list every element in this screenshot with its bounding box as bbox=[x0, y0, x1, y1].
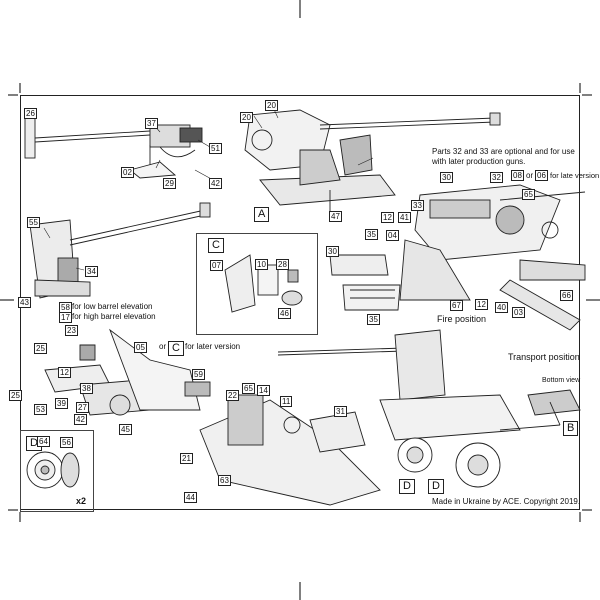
part-35-label-a: 35 bbox=[365, 229, 378, 240]
detail-d-frame bbox=[20, 430, 94, 512]
part-65-label-a: 65 bbox=[522, 189, 535, 200]
step-letter-c-ref: C bbox=[168, 341, 184, 356]
fire-position-drawing bbox=[329, 184, 586, 331]
part-11-label: 11 bbox=[280, 396, 293, 407]
bottom-view-caption: Bottom view bbox=[542, 377, 581, 384]
part-34-label: 34 bbox=[85, 266, 98, 277]
part-32-label: 32 bbox=[490, 172, 503, 183]
optional-parts-note-line1: Parts 32 and 33 are optional and for use bbox=[432, 147, 575, 156]
part-22-label: 22 bbox=[226, 390, 239, 401]
elevation-drawing bbox=[29, 202, 211, 299]
part-53-label: 53 bbox=[34, 404, 47, 415]
part-45-label: 45 bbox=[119, 424, 132, 435]
part-06-label: 06 bbox=[535, 170, 548, 181]
part-39-label: 39 bbox=[55, 398, 68, 409]
part-29-label: 29 bbox=[163, 178, 176, 189]
part-08-label: 08 bbox=[511, 170, 524, 181]
or-text-05-c: or bbox=[159, 342, 167, 351]
part-47-label: 47 bbox=[329, 211, 342, 222]
part-20-label-b: 20 bbox=[240, 112, 253, 123]
part-67-label: 67 bbox=[450, 300, 463, 311]
copyright-text: Made in Ukraine by ACE. Copyright 2019. bbox=[432, 497, 581, 506]
for-late-version-note: for late version bbox=[550, 171, 600, 180]
part-55-label: 55 bbox=[27, 217, 40, 228]
part-31-label: 31 bbox=[334, 406, 347, 417]
step-letter-c: C bbox=[208, 238, 224, 253]
part-56-label: 56 bbox=[60, 437, 73, 448]
upper-carriage-drawing bbox=[244, 109, 501, 215]
part-05-label: 05 bbox=[134, 342, 147, 353]
part-17-label: 17 bbox=[59, 312, 72, 323]
barrel-assembly-drawing bbox=[24, 117, 203, 179]
part-63-label: 63 bbox=[218, 475, 231, 486]
part-25-label-a: 25 bbox=[34, 343, 47, 354]
part-02-label: 02 bbox=[121, 167, 134, 178]
part-12-label-c: 12 bbox=[58, 367, 71, 378]
transport-position-drawing bbox=[277, 329, 561, 488]
part-42-label-a: 42 bbox=[209, 178, 222, 189]
high-elevation-note: for high barrel elevation bbox=[72, 312, 156, 321]
detail-c-drawing bbox=[224, 254, 303, 313]
part-64-label: 64 bbox=[37, 436, 50, 447]
part-44-label: 44 bbox=[184, 492, 197, 503]
part-28-label: 28 bbox=[276, 259, 289, 270]
quantity-multiplier: x2 bbox=[76, 496, 87, 506]
part-12-label-a: 12 bbox=[381, 212, 394, 223]
bottom-view-drawing bbox=[527, 389, 581, 426]
part-41-label: 41 bbox=[398, 212, 411, 223]
part-46-label: 46 bbox=[278, 308, 291, 319]
part-65-label-b: 65 bbox=[242, 383, 255, 394]
fire-position-caption: Fire position bbox=[437, 314, 487, 324]
step-letter-d-left: D bbox=[399, 479, 415, 494]
part-66-label: 66 bbox=[560, 290, 573, 301]
part-38-label: 38 bbox=[80, 383, 93, 394]
or-text-08-06: or bbox=[526, 171, 534, 180]
step-letter-d-right: D bbox=[428, 479, 444, 494]
part-30-label-b: 30 bbox=[326, 246, 339, 257]
part-35-label-b: 35 bbox=[367, 314, 380, 325]
part-07-label: 07 bbox=[210, 260, 223, 271]
part-21-label: 21 bbox=[180, 453, 193, 464]
part-40-label: 40 bbox=[495, 302, 508, 313]
part-26-label: 26 bbox=[24, 108, 37, 119]
optional-parts-note-line2: with later production guns. bbox=[432, 157, 526, 166]
part-37-label: 37 bbox=[145, 118, 158, 129]
part-25-label-b: 25 bbox=[9, 390, 22, 401]
detail-c-frame bbox=[196, 233, 318, 335]
part-10-label: 10 bbox=[255, 259, 268, 270]
step-letter-b: B bbox=[563, 421, 579, 436]
part-43-label: 43 bbox=[18, 297, 31, 308]
part-27-label: 27 bbox=[76, 402, 89, 413]
part-23-label: 23 bbox=[65, 325, 78, 336]
part-51-label: 51 bbox=[209, 143, 222, 154]
part-12-label-b: 12 bbox=[475, 299, 488, 310]
transport-position-caption: Transport position bbox=[508, 352, 580, 362]
trail-drawing bbox=[199, 394, 381, 506]
part-33-label: 33 bbox=[411, 200, 424, 211]
part-14-label: 14 bbox=[257, 385, 270, 396]
for-later-version-note: for later version bbox=[185, 342, 241, 351]
detail-d-drawing bbox=[26, 451, 80, 489]
part-30-label-a: 30 bbox=[440, 172, 453, 183]
step-letter-a: A bbox=[254, 207, 270, 222]
part-42-label-b: 42 bbox=[74, 414, 87, 425]
part-20-label-a: 20 bbox=[265, 100, 278, 111]
low-elevation-note: for low barrel elevation bbox=[72, 302, 153, 311]
part-04-label: 04 bbox=[386, 230, 399, 241]
part-03-label: 03 bbox=[512, 307, 525, 318]
part-59-label: 59 bbox=[192, 369, 205, 380]
